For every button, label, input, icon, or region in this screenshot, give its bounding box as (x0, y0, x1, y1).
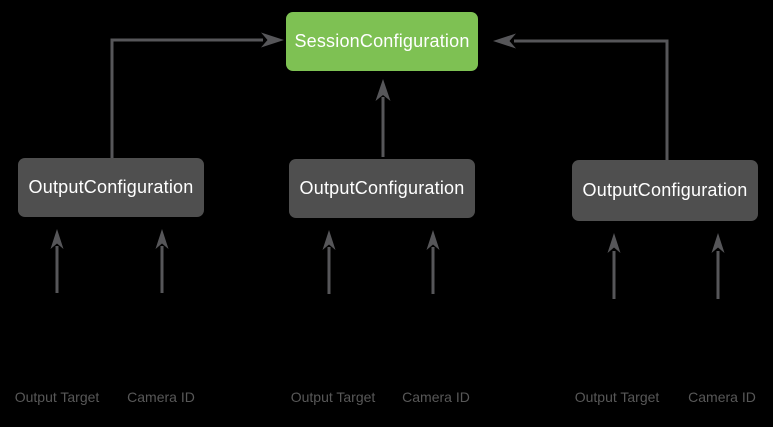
node-session-configuration: SessionConfiguration (286, 12, 478, 71)
arrow-up-icon (50, 229, 64, 249)
label-camera-id-1: Camera ID (127, 389, 195, 405)
arrow-camera-id-2 (426, 230, 440, 294)
arrow-up-icon (375, 79, 391, 101)
node-output-configuration-2: OutputConfiguration (289, 159, 475, 218)
arrow-shaft (514, 39, 669, 161)
arrow-camera-id-1 (155, 229, 169, 293)
label-camera-id-3: Camera ID (688, 389, 756, 405)
arrow-output2-to-session (375, 79, 391, 157)
node-output-configuration-1: OutputConfiguration (18, 158, 204, 217)
arrow-up-icon (426, 230, 440, 250)
arrow-output-target-3 (607, 233, 621, 299)
arrow-up-icon (155, 229, 169, 249)
label-output-target-1: Output Target (14, 389, 100, 405)
arrow-left-icon (493, 33, 516, 49)
label-output-target-2: Output Target (290, 389, 376, 405)
arrow-up-icon (711, 233, 725, 253)
arrow-up-icon (322, 230, 336, 250)
arrow-output-target-1 (50, 229, 64, 293)
arrow-output3-to-session (493, 33, 669, 161)
arrow-right-icon (261, 32, 284, 48)
arrow-output-target-2 (322, 230, 336, 294)
arrow-output1-to-session (110, 32, 284, 158)
label-camera-id-2: Camera ID (402, 389, 470, 405)
node-output-configuration-3: OutputConfiguration (572, 160, 758, 221)
label-output-target-3: Output Target (574, 389, 660, 405)
arrow-up-icon (607, 233, 621, 253)
arrow-shaft (110, 38, 263, 158)
arrow-camera-id-3 (711, 233, 725, 299)
